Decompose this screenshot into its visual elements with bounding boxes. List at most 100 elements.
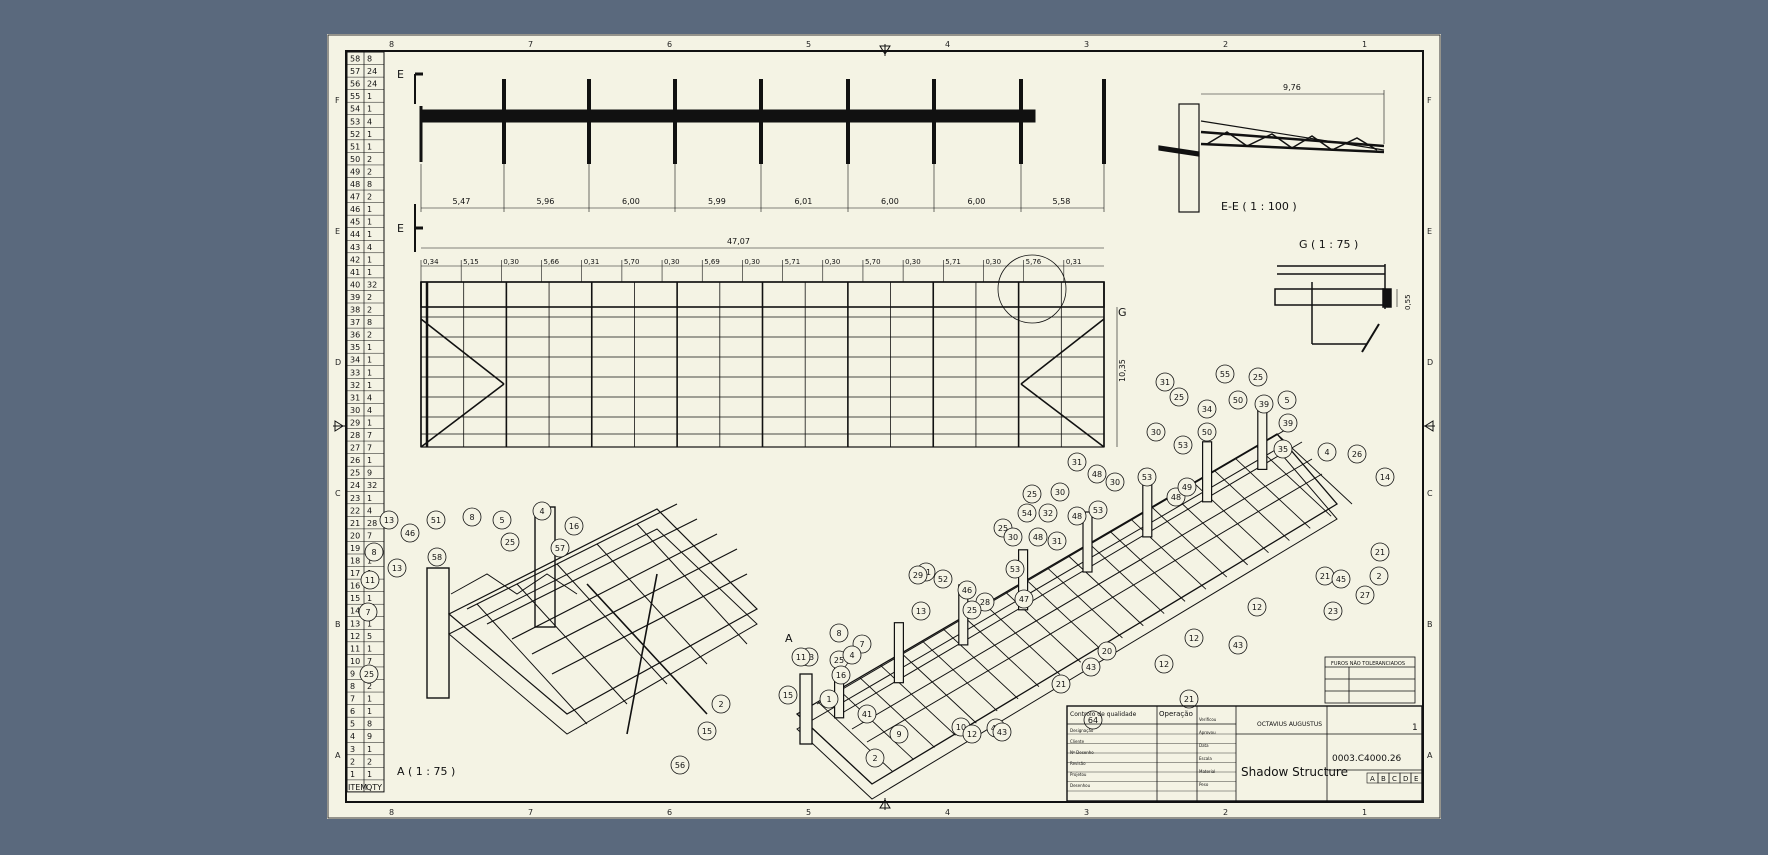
balloon — [962, 600, 982, 620]
tb-field-label: Cliente — [1070, 739, 1085, 744]
zone-row-left: A — [335, 751, 341, 760]
item-qty: 1 — [367, 142, 372, 151]
item-qty: 9 — [367, 469, 372, 478]
balloon — [1278, 413, 1298, 433]
balloon — [1105, 472, 1125, 492]
zone-col-top: 4 — [945, 40, 950, 49]
item-qty: 2 — [367, 155, 372, 164]
balloon — [670, 755, 690, 775]
elevation-span-dim: 5,99 — [708, 197, 726, 206]
balloon-label: 25 — [364, 670, 374, 679]
zone-row-left: D — [335, 358, 341, 367]
balloon-label: 5 — [1284, 396, 1289, 405]
item-qty: 4 — [367, 393, 372, 402]
balloon-label: 10 — [956, 723, 966, 732]
plan-segment-dim: 5,15 — [463, 258, 479, 266]
balloon — [400, 523, 420, 543]
item-number: 11 — [350, 644, 360, 653]
plan-segment-dim: 5,76 — [1026, 258, 1042, 266]
elevation-span-dim: 5,47 — [453, 197, 471, 206]
plan-segment-dim: 5,71 — [945, 258, 961, 266]
item-number: 6 — [350, 707, 355, 716]
balloon-label: 13 — [392, 564, 402, 573]
item-number: 32 — [350, 381, 360, 390]
zone-col-bottom: 2 — [1223, 808, 1228, 817]
iso-post — [1082, 511, 1093, 573]
center-marks — [333, 44, 1435, 810]
zone-col-top: 1 — [1362, 40, 1367, 49]
balloon-label: 2 — [1376, 572, 1381, 581]
balloon-label: 30 — [1151, 428, 1161, 437]
item-number: 12 — [350, 632, 360, 641]
item-qty: 1 — [367, 105, 372, 114]
item-number: 56 — [350, 80, 360, 89]
item-qty: 7 — [367, 657, 372, 666]
balloon-label: 39 — [1283, 419, 1293, 428]
balloon-label: 43 — [997, 728, 1007, 737]
balloon — [829, 623, 849, 643]
balloon-label: 8 — [836, 629, 841, 638]
balloon — [1005, 559, 1025, 579]
balloon-label: 46 — [962, 586, 972, 595]
plan-segment-dim: 0,30 — [905, 258, 921, 266]
balloon-label: 23 — [1328, 607, 1338, 616]
item-number: 58 — [350, 55, 360, 64]
item-number: 13 — [350, 619, 360, 628]
zone-col-top: 7 — [528, 40, 533, 49]
balloon — [379, 510, 399, 530]
zone-col-top: 2 — [1223, 40, 1228, 49]
balloon-label: 21 — [1184, 695, 1194, 704]
balloon-label: 55 — [1220, 370, 1230, 379]
item-qty: 1 — [367, 770, 372, 779]
item-qty: 1 — [367, 130, 372, 139]
balloon-label: 48 — [1072, 512, 1082, 521]
balloon-label: 2 — [718, 700, 723, 709]
item-qty: 2 — [367, 193, 372, 202]
balloon — [791, 647, 811, 667]
balloon-label: 53 — [1010, 565, 1020, 574]
tb-rev-letter: C — [1392, 775, 1397, 783]
balloon-label: 48 — [1171, 493, 1181, 502]
item-number: 44 — [350, 230, 360, 239]
item-qty: 8 — [367, 180, 372, 189]
balloon-label: 46 — [405, 529, 415, 538]
balloon-label: 31 — [1072, 458, 1082, 467]
balloon — [1003, 527, 1023, 547]
item-number: 4 — [350, 732, 355, 741]
balloon — [1083, 710, 1103, 730]
balloon-label: 30 — [1055, 488, 1065, 497]
balloon-label: 11 — [365, 576, 375, 585]
elevation-span-dim: 6,00 — [881, 197, 899, 206]
iso-post — [1017, 549, 1029, 611]
balloon-label: 13 — [384, 516, 394, 525]
balloon-label: 25 — [505, 538, 515, 547]
zone-col-bottom: 6 — [667, 808, 672, 817]
item-number: 21 — [350, 519, 360, 528]
balloon — [1247, 597, 1267, 617]
balloon — [1022, 484, 1042, 504]
balloon — [933, 569, 953, 589]
balloon — [957, 580, 977, 600]
item-qty: 1 — [367, 644, 372, 653]
balloon — [1169, 387, 1189, 407]
item-number: 46 — [350, 205, 360, 214]
section-mark-e-bottom: E — [397, 222, 404, 235]
tb-field-label: Peso — [1199, 782, 1209, 787]
balloon-label: 48 — [1033, 533, 1043, 542]
tb-drawing-no: 0003.C4000.26 — [1332, 754, 1402, 764]
balloon-label: 54 — [1022, 509, 1032, 518]
balloon-label: 50 — [1202, 428, 1212, 437]
balloon-label: 21 — [1375, 548, 1385, 557]
zone-row-right: D — [1427, 358, 1433, 367]
balloon-label: 5 — [499, 516, 504, 525]
balloon-label: 49 — [1182, 483, 1192, 492]
balloon — [992, 722, 1012, 742]
item-number: 39 — [350, 293, 360, 302]
balloon — [360, 570, 380, 590]
balloon — [1197, 399, 1217, 419]
item-number: 5 — [350, 720, 355, 729]
balloon — [911, 601, 931, 621]
item-qty: 1 — [367, 594, 372, 603]
item-number: 30 — [350, 406, 360, 415]
